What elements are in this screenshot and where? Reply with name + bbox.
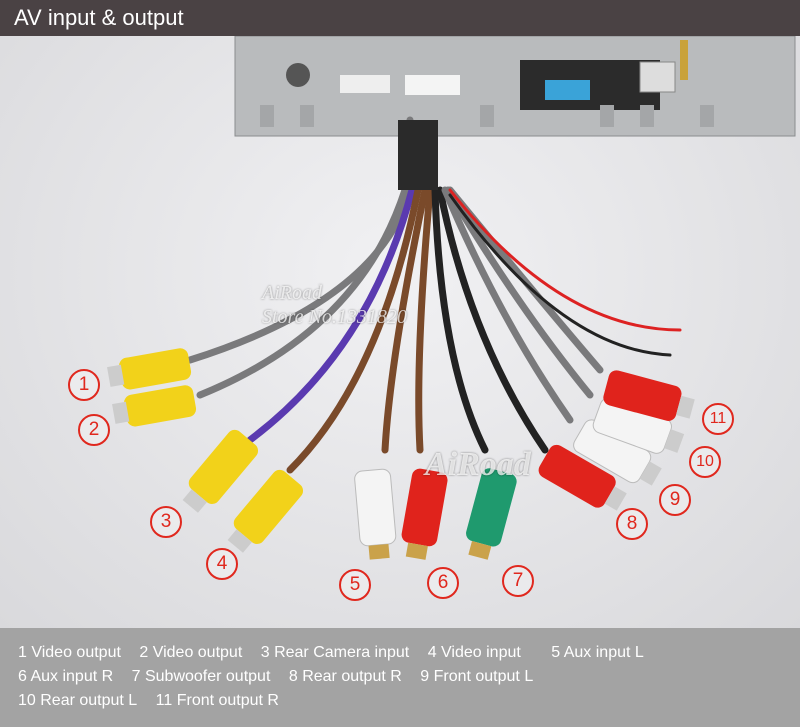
- legend-item: 2 Video output: [139, 644, 243, 661]
- harness-illustration: [107, 36, 796, 560]
- rca-plugs: [107, 348, 695, 560]
- legend-item: 1 Video output: [18, 644, 121, 661]
- legend-row-2: 6 Aux input R 7 Subwoofer output 8 Rear …: [18, 668, 547, 686]
- title-bar: AV input & output: [0, 0, 800, 36]
- legend-item: 4 Video input: [427, 644, 521, 661]
- legend-item: 10 Rear output L: [18, 692, 138, 709]
- cables: [186, 116, 682, 474]
- callout-8: 8: [616, 508, 648, 540]
- product-photo: AiRoad Store No.1331820 AiRoad 1 2 3 4 5…: [0, 36, 800, 628]
- callout-10: 10: [689, 446, 721, 478]
- callout-5: 5: [339, 569, 371, 601]
- callout-3: 3: [150, 506, 182, 538]
- legend-item: 8 Rear output R: [288, 668, 402, 685]
- legend-item: 3 Rear Camera input: [260, 644, 410, 661]
- callout-7: 7: [502, 565, 534, 597]
- watermark-store: Store No.1331820: [262, 306, 407, 328]
- callout-1: 1: [68, 369, 100, 401]
- watermark-center: AiRoad: [425, 446, 531, 483]
- legend-item: 5 Aux input L: [551, 644, 644, 661]
- callout-6: 6: [427, 567, 459, 599]
- callout-11: 11: [702, 403, 734, 435]
- legend-item: 9 Front output L: [420, 668, 534, 685]
- legend-item: 6 Aux input R: [18, 668, 114, 685]
- legend-row-3: 10 Rear output L 11 Front output R: [18, 692, 293, 710]
- head-unit: [234, 36, 796, 137]
- legend-panel: 1 Video output 2 Video output 3 Rear Cam…: [0, 628, 800, 727]
- callout-4: 4: [206, 548, 238, 580]
- legend-item: 7 Subwoofer output: [131, 668, 271, 685]
- legend-item: 11 Front output R: [155, 692, 279, 709]
- callout-9: 9: [659, 484, 691, 516]
- callout-2: 2: [78, 414, 110, 446]
- watermark-brand: AiRoad: [262, 282, 322, 304]
- page-title: AV input & output: [14, 5, 184, 30]
- legend-row-1: 1 Video output 2 Video output 3 Rear Cam…: [18, 644, 658, 662]
